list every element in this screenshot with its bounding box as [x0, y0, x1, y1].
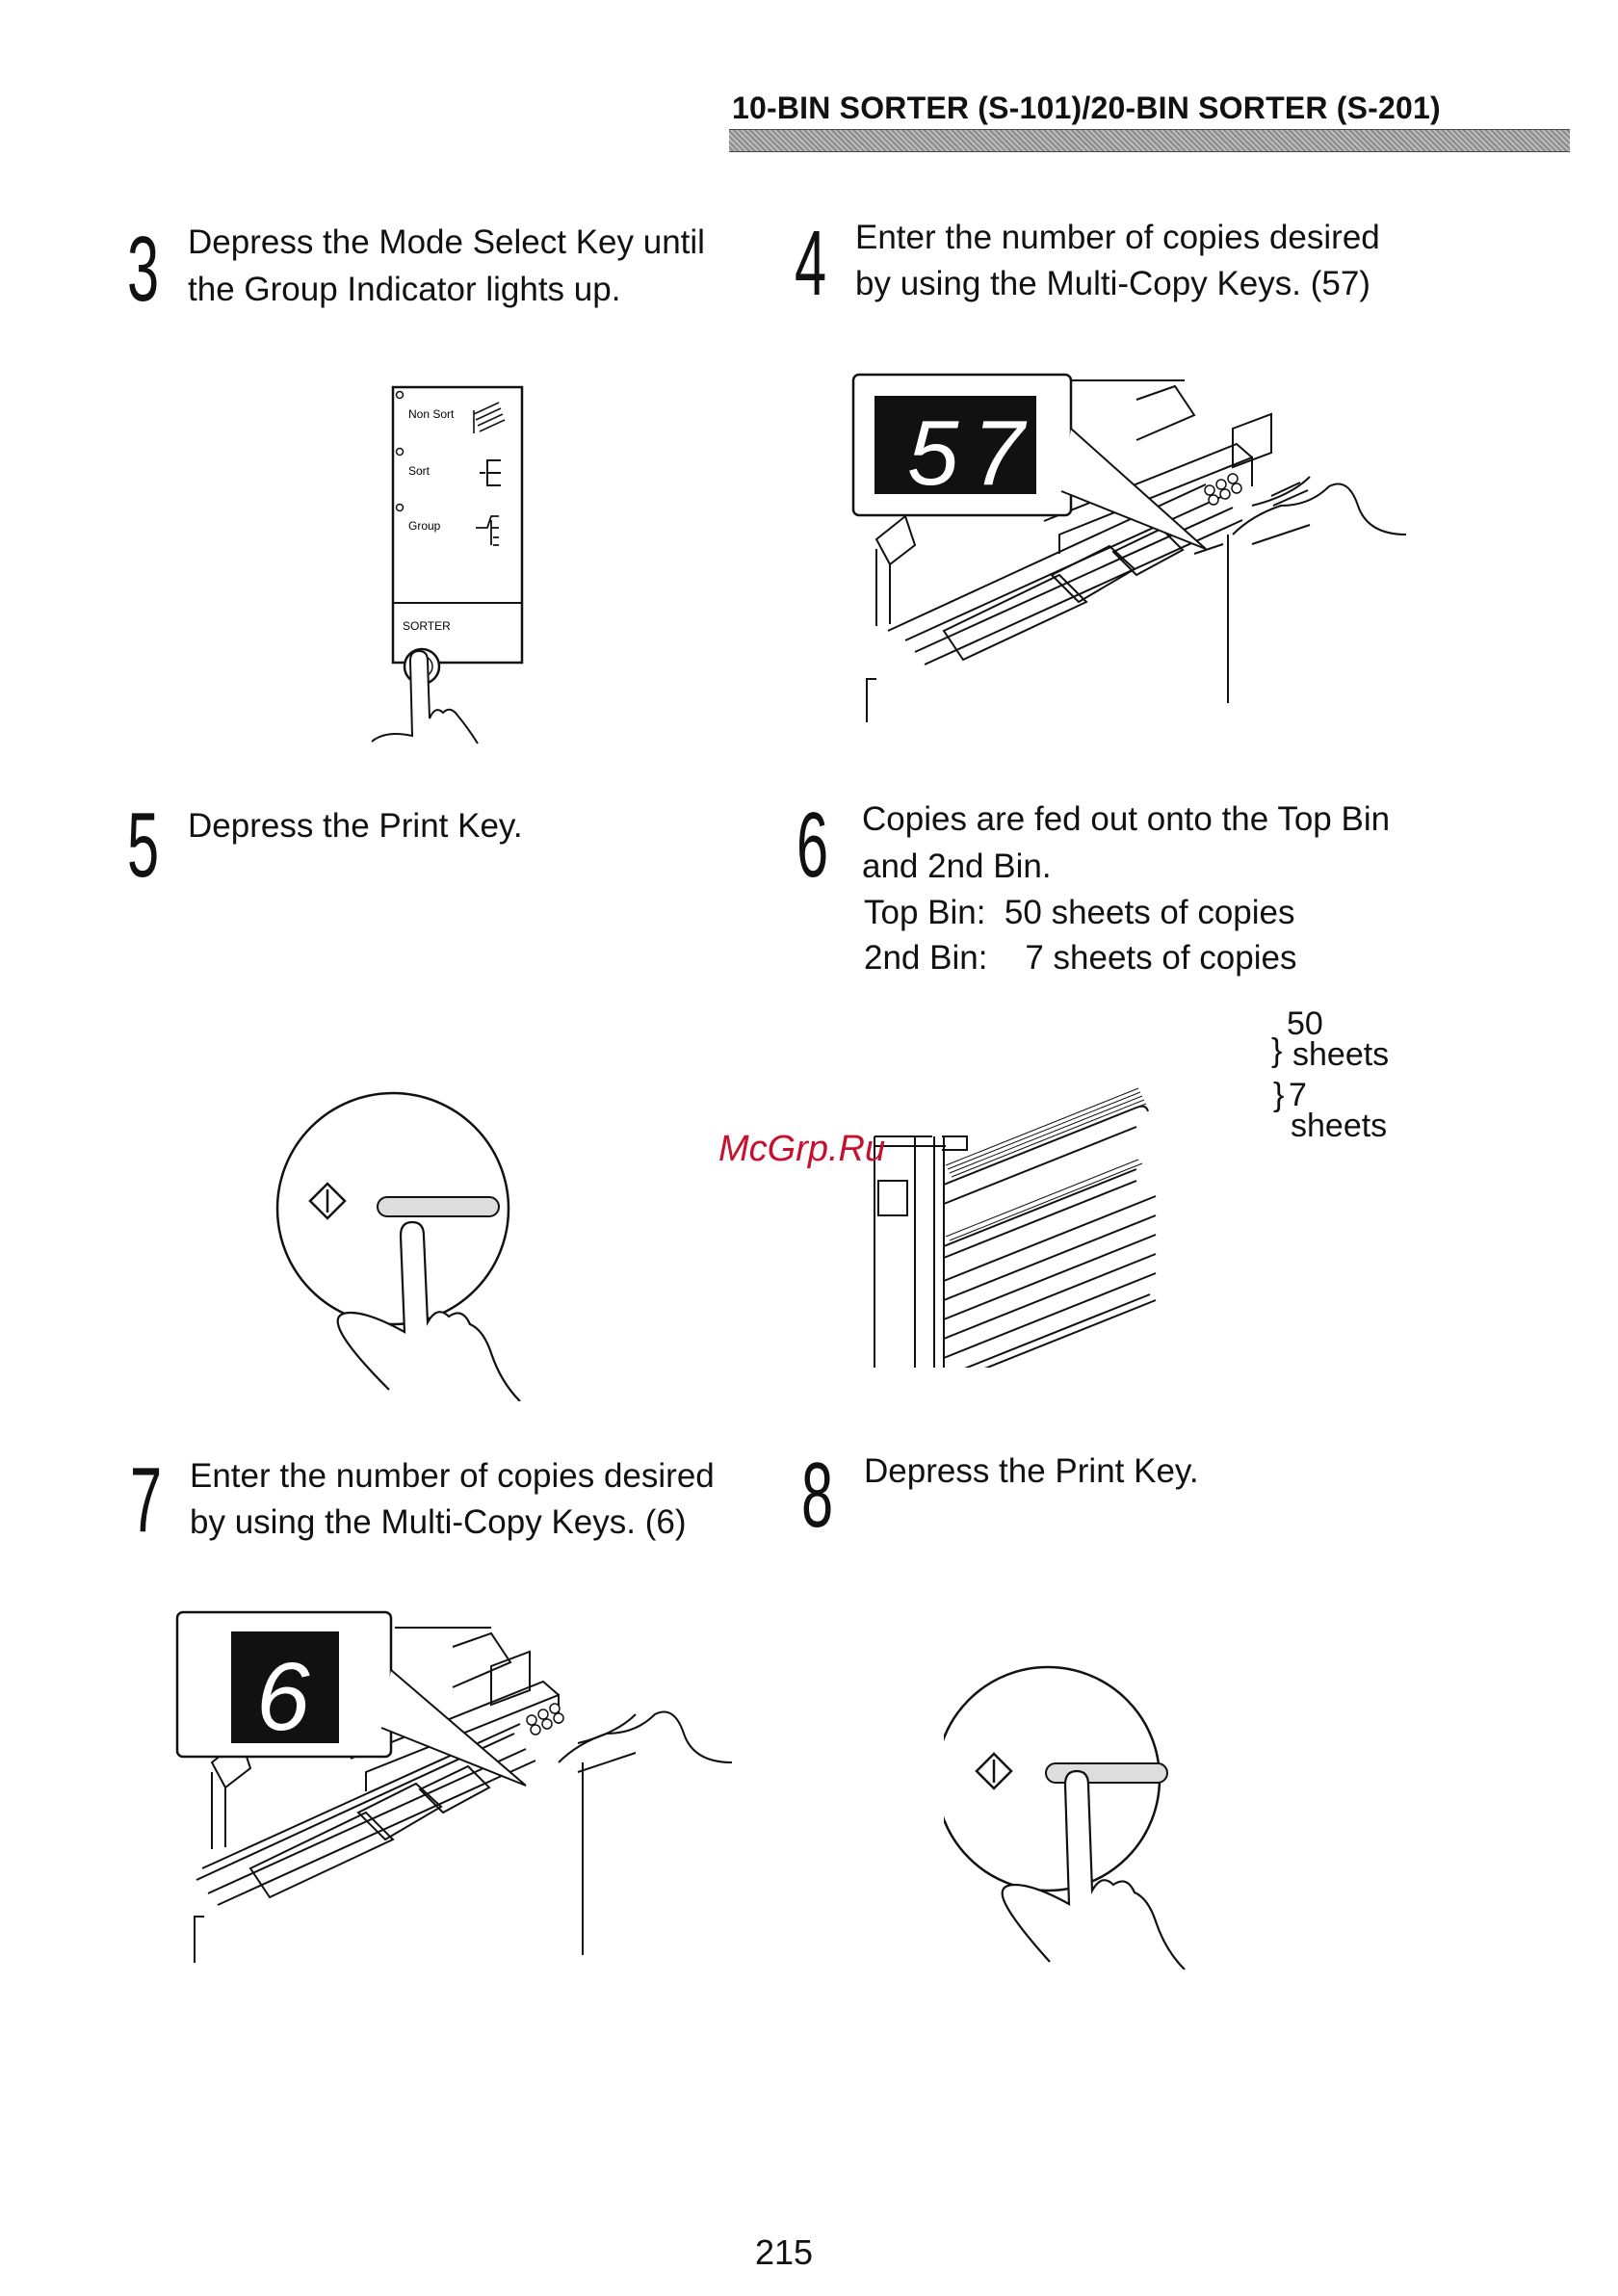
display-digit-left: 5 — [907, 402, 959, 505]
step-5-text-line1: Depress the Print Key. — [188, 807, 523, 845]
hand-icon — [1193, 483, 1407, 555]
page-number: 215 — [755, 2232, 814, 2272]
step-6-text-line3: Top Bin: 50 sheets of copies — [864, 894, 1295, 931]
step-4-text-line1: Enter the number of copies desired — [855, 219, 1380, 256]
step-number-7: 7 — [130, 1448, 163, 1552]
second-bin-brace: } — [1273, 1077, 1285, 1113]
group-icon — [476, 515, 499, 546]
step-7-text-line2: by using the Multi-Copy Keys. (6) — [190, 1503, 687, 1541]
display-digit: 6 — [256, 1643, 310, 1751]
step-3-text-line2: the Group Indicator lights up. — [188, 271, 621, 308]
sorter-control-panel-illustration: Non Sort Sort Group SORTER — [371, 385, 524, 744]
step-6-text-line4: 2nd Bin: 7 sheets of copies — [864, 939, 1297, 977]
step-number-6: 6 — [796, 794, 829, 897]
copier-display-6-illustration: 6 — [175, 1610, 732, 1963]
group-label: Group — [408, 519, 441, 533]
top-bin-count: 50 — [1287, 1005, 1323, 1042]
step-7-text-line1: Enter the number of copies desired — [190, 1457, 715, 1495]
print-key-illustration-step5 — [275, 1091, 521, 1401]
finger-icon — [1001, 1769, 1186, 1970]
print-key-button — [1045, 1762, 1168, 1784]
watermark: McGrp.Ru — [718, 1129, 886, 1169]
non-sort-icon — [473, 402, 506, 433]
second-bin-unit: sheets — [1291, 1108, 1388, 1144]
step-8-text-line1: Depress the Print Key. — [864, 1452, 1199, 1490]
non-sort-label: Non Sort — [408, 407, 455, 421]
step-3-text-line1: Depress the Mode Select Key until — [188, 223, 705, 261]
print-key-button — [377, 1196, 500, 1217]
sort-label: Sort — [408, 464, 431, 478]
hand-icon — [558, 1710, 732, 1773]
sort-icon — [480, 459, 501, 486]
second-bin-count: 7 — [1289, 1077, 1307, 1113]
header-rule — [729, 129, 1570, 152]
finger-icon — [336, 1220, 521, 1401]
top-bin-unit: sheets — [1292, 1036, 1390, 1073]
finger-icon — [371, 649, 479, 744]
top-bin-brace: } — [1271, 1032, 1283, 1069]
step-number-4: 4 — [795, 212, 827, 315]
step-4-text-line2: by using the Multi-Copy Keys. (57) — [855, 265, 1370, 302]
page-header-title: 10-BIN SORTER (S-101)/20-BIN SORTER (S-2… — [732, 91, 1441, 125]
print-key-illustration-step8 — [944, 1665, 1186, 1970]
sorter-bins-illustration — [874, 1087, 1157, 1368]
step-number-8: 8 — [801, 1444, 834, 1547]
display-digit-right: 7 — [973, 402, 1028, 505]
copier-display-57-illustration: 5 7 — [851, 373, 1407, 722]
step-6-text-line2: and 2nd Bin. — [862, 848, 1052, 885]
step-number-5: 5 — [127, 794, 160, 897]
step-6-text-line1: Copies are fed out onto the Top Bin — [862, 800, 1391, 838]
step-number-3: 3 — [127, 218, 160, 321]
sorter-label: SORTER — [403, 619, 451, 633]
